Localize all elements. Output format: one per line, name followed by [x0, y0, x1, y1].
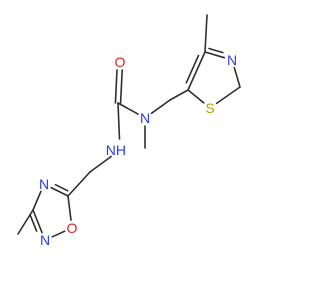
bond-oxadiazole-n4-c3 [32, 190, 42, 211]
bond-oxadiazole-n2-o1 [51, 230, 66, 238]
bond-thiazole-methyl [204, 14, 208, 53]
bond-carbonyl-oxygen-line-2 [114, 69, 118, 104]
bond-oxadiazole-c5-n4-line-1 [50, 186, 69, 197]
oxadiazole-nitrogen-2-label: N [40, 232, 50, 248]
urea-methyl-nitrogen-label: N [140, 110, 150, 126]
atom-layer: N S O N NH N O N [39, 52, 237, 248]
bond-oxadiazole-o1-c5 [67, 195, 72, 221]
bond-layer [17, 14, 241, 238]
bond-nh-ch2 [89, 155, 112, 173]
bond-thiazole-s1-c5 [187, 89, 205, 104]
bond-thiazole-n3-c2 [233, 66, 241, 88]
bond-ch2-oxadiazole [67, 171, 91, 197]
structure-canvas: N S O N NH N O N [17, 14, 241, 248]
bond-thiazole-c5-c4-line-2 [185, 54, 200, 84]
bond-ch2-n-methyl [150, 99, 171, 115]
bond-oxadiazole-c5-n4-line-2 [54, 183, 69, 192]
thiazole-nitrogen-label: N [227, 52, 237, 68]
oxadiazole-nitrogen-4-label: N [39, 176, 49, 192]
bond-oxadiazole-methyl [17, 209, 34, 235]
bond-thiazole-c4-n3-line-2 [208, 47, 224, 54]
bond-oxadiazole-c3-n2-line-1 [32, 209, 43, 234]
urea-nh-label: NH [106, 142, 126, 158]
bond-carbonyl-oxygen-line-1 [119, 69, 123, 104]
urea-oxygen-label: O [115, 54, 126, 70]
bond-thiazole-c2-s1 [215, 86, 241, 105]
bond-thiazole-c4-n3-line-1 [204, 51, 226, 59]
bond-thiazole-c5-c4-line-1 [187, 51, 206, 91]
bond-oxadiazole-c3-n2-line-2 [29, 214, 38, 232]
bond-carbonyl-nh [117, 102, 121, 140]
bond-n-carbonyl [117, 102, 139, 115]
bond-thiazole-ch2 [169, 89, 189, 101]
oxadiazole-oxygen-label: O [67, 220, 78, 236]
thiazole-sulfur-label: S [205, 100, 214, 116]
